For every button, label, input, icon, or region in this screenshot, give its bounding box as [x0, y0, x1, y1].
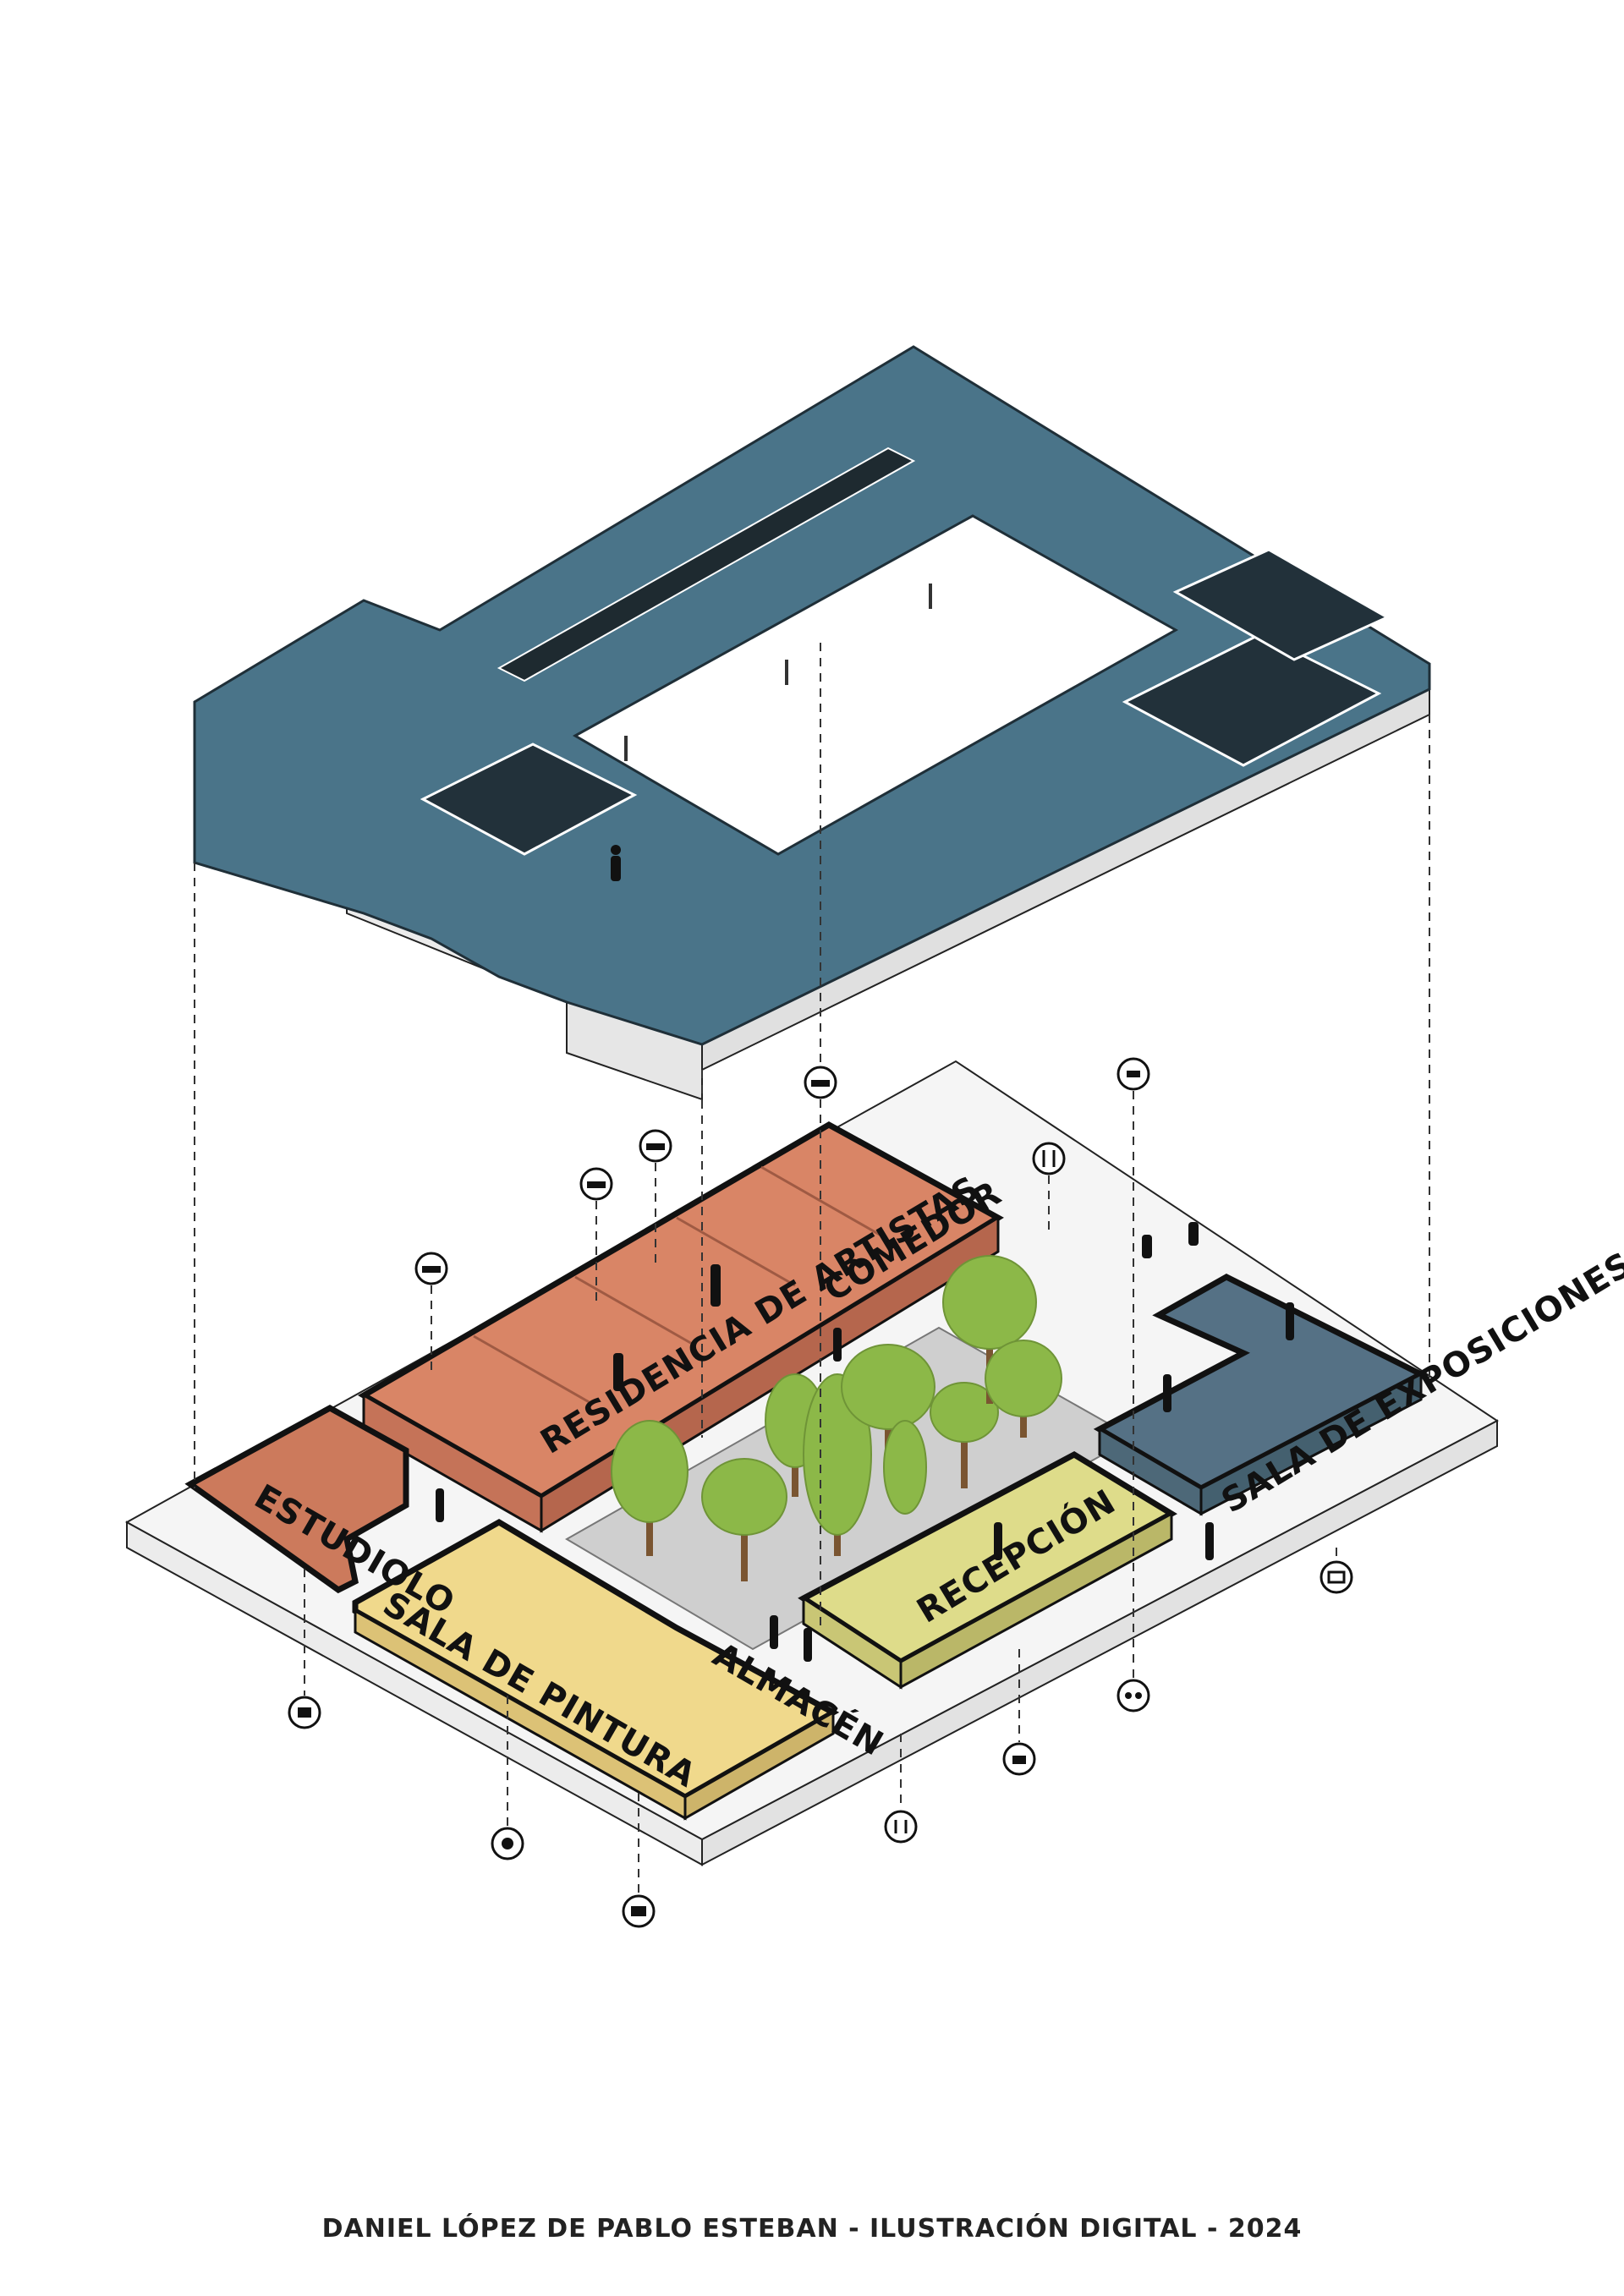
skylight-grid-west	[420, 743, 638, 856]
room-sala-pintura	[352, 1518, 840, 1821]
projection-lines	[194, 643, 1430, 1894]
courtyard-columns	[624, 584, 932, 761]
tree	[841, 1344, 935, 1480]
gallery-icon	[1320, 1560, 1353, 1594]
tree	[985, 1340, 1062, 1438]
tree	[883, 1420, 927, 1515]
tree	[930, 1382, 999, 1488]
courtyard-trees	[611, 1255, 1062, 1581]
room-sala-exposiciones	[1093, 1274, 1428, 1516]
storage-icon	[622, 1894, 656, 1928]
tree	[611, 1420, 689, 1556]
reception-icon	[1002, 1742, 1036, 1776]
food-icon	[1116, 1057, 1150, 1091]
cutlery-icon	[1032, 1142, 1066, 1175]
people	[436, 1222, 1294, 1662]
roof-courtyard	[572, 514, 1179, 856]
book-icon	[288, 1696, 321, 1729]
roof-block	[193, 345, 1431, 1101]
bed-icon	[639, 1129, 672, 1163]
skylight-strip	[497, 447, 916, 682]
room-recepcion	[798, 1450, 1177, 1690]
restroom-icon	[884, 1810, 918, 1844]
bed-icon	[414, 1252, 448, 1285]
person-figure	[611, 845, 621, 881]
bed-icon	[804, 1066, 837, 1099]
palette-icon	[491, 1827, 524, 1860]
credit-line: DANIEL LÓPEZ DE PABLO ESTEBAN - ILUSTRAC…	[321, 2214, 1303, 2244]
skylight-grid-east	[1122, 548, 1391, 767]
group-icon	[1116, 1679, 1150, 1712]
room-estudiolo	[184, 1405, 409, 1594]
tree	[701, 1458, 787, 1581]
function-icons	[288, 1057, 1353, 1928]
bed-icon	[579, 1167, 613, 1201]
